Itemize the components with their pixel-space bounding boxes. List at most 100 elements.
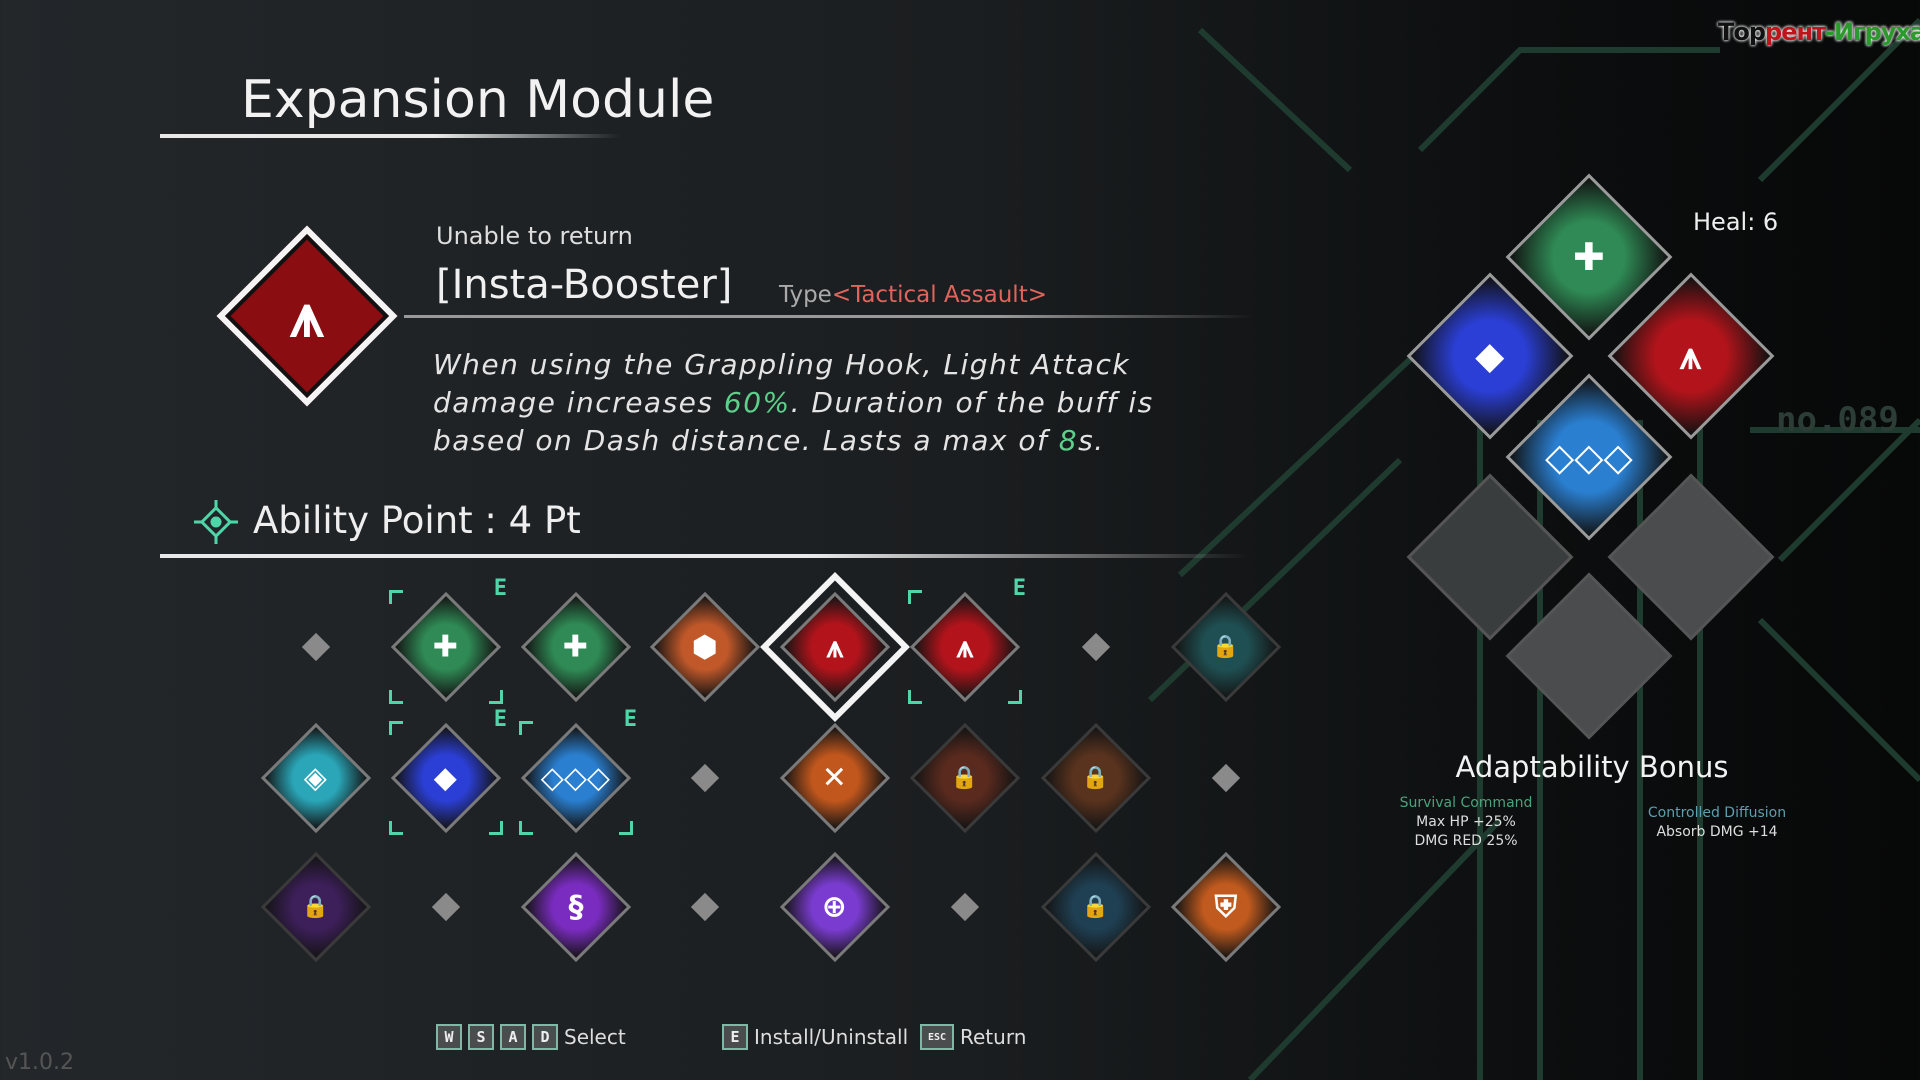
select-label: Select	[564, 1025, 626, 1049]
empty-slot[interactable]	[381, 842, 511, 972]
module-slot[interactable]: ✕	[770, 713, 900, 843]
module-icon: 🔒	[1170, 591, 1282, 703]
module-glyph-icon: ◇◇◇	[1545, 434, 1633, 479]
module-slot[interactable]: ✚	[511, 582, 641, 712]
module-glyph-icon: ✚	[433, 629, 459, 665]
module-icon: ◆	[390, 722, 502, 834]
locked-module[interactable]: 🔒	[251, 842, 381, 972]
module-icon: 🔒	[909, 722, 1021, 834]
module-glyph-icon: ◆	[434, 760, 458, 796]
page-title: Expansion Module	[241, 70, 715, 130]
bonus-line: DMG RED 25%	[1414, 833, 1518, 849]
empty-slot[interactable]	[640, 713, 770, 843]
bonus-line: Absorb DMG +14	[1656, 824, 1778, 840]
lock-icon: 🔒	[302, 894, 330, 920]
installed-bracket	[619, 821, 633, 835]
empty-slot[interactable]	[900, 842, 1030, 972]
hint-return[interactable]: ESC Return	[920, 1024, 1026, 1050]
installed-badge: E	[1012, 576, 1026, 601]
module-glyph-icon: ⊕	[822, 889, 848, 925]
locked-module[interactable]: 🔒	[1031, 713, 1161, 843]
locked-module[interactable]: 🔒	[900, 713, 1030, 843]
module-slot[interactable]: ◇◇◇E	[511, 707, 641, 843]
module-icon: ✚	[390, 591, 502, 703]
module-icon: ✕	[779, 722, 891, 834]
key-w: W	[436, 1024, 462, 1050]
highlight-value: 60%	[723, 386, 791, 419]
name-divider	[404, 315, 1254, 318]
module-glyph-icon: ✚	[563, 629, 589, 665]
empty-slot[interactable]	[251, 582, 381, 712]
empty-slot[interactable]	[640, 842, 770, 972]
ability-points: Ability Point : 4 Pt	[253, 499, 581, 542]
bonus-line: Max HP +25%	[1416, 814, 1516, 830]
module-slot[interactable]: ⩚	[760, 572, 910, 722]
watermark-part: Тор	[1718, 18, 1766, 46]
description-line: When using the Grappling Hook, Light Att…	[433, 346, 1154, 384]
description-text: When using the Grappling Hook, Light Att…	[433, 348, 1131, 381]
locked-module[interactable]: 🔒	[1031, 842, 1161, 972]
module-slot[interactable]: ⊕	[770, 842, 900, 972]
module-icon: ⬢	[649, 591, 761, 703]
module-glyph-icon: ✕	[822, 760, 848, 796]
installed-bracket	[389, 690, 403, 704]
module-icon: §	[520, 851, 632, 963]
description-text: . Duration of the buff is	[790, 386, 1154, 419]
empty-slot[interactable]	[1161, 713, 1291, 843]
module-slot[interactable]: §	[511, 842, 641, 972]
module-icon: ✚	[520, 591, 632, 703]
module-glyph-icon: ✚	[1573, 235, 1605, 279]
bonus-name: Survival Command	[1399, 795, 1533, 811]
module-icon: ◇◇◇	[520, 722, 632, 834]
empty-slot-marker	[690, 763, 720, 793]
module-slot[interactable]: ⬢	[640, 582, 770, 712]
installed-bracket	[908, 590, 922, 604]
type-label: Type	[779, 282, 832, 308]
bonus-survival: Survival Command Max HP +25% DMG RED 25%	[1366, 794, 1566, 851]
module-slot[interactable]: ⛨	[1161, 842, 1291, 972]
empty-slot-marker	[431, 892, 461, 922]
module-type: Type<Tactical Assault>	[779, 282, 1047, 308]
module-description: When using the Grappling Hook, Light Att…	[433, 346, 1154, 460]
lock-icon: 🔒	[1082, 765, 1110, 791]
installed-bracket	[489, 690, 503, 704]
description-line: based on Dash distance. Lasts a max of 8…	[433, 422, 1154, 460]
module-glyph-icon: ⩚	[1680, 333, 1702, 378]
watermark-logo: Торрент-Игруха.Орг	[1718, 18, 1920, 46]
installed-bracket	[1008, 690, 1022, 704]
installed-bracket	[389, 721, 403, 735]
module-icon: 🔒	[1040, 722, 1152, 834]
bonus-diffusion: Controlled Diffusion Absorb DMG +14	[1607, 804, 1827, 842]
highlight-value: 8	[1058, 424, 1079, 457]
type-value: <Tactical Assault>	[831, 282, 1047, 308]
ability-divider	[160, 554, 1250, 558]
module-icon: ⊕	[779, 851, 891, 963]
module-slot[interactable]: ◈	[251, 713, 381, 843]
module-icon: ⩚	[779, 591, 891, 703]
module-slot[interactable]: ⩚E	[900, 576, 1030, 712]
module-slot[interactable]: ◆E	[381, 707, 511, 843]
module-icon: ⩚	[909, 591, 1021, 703]
install-label: Install/Uninstall	[754, 1025, 909, 1049]
key-esc: ESC	[920, 1024, 954, 1050]
locked-module[interactable]: 🔒	[1161, 582, 1291, 712]
empty-slot-marker	[950, 892, 980, 922]
return-label: Return	[960, 1025, 1027, 1049]
module-slot[interactable]: ✚E	[381, 576, 511, 712]
module-name: [Insta-Booster]	[436, 262, 733, 308]
key-d: D	[532, 1024, 558, 1050]
lock-icon: 🔒	[951, 765, 979, 791]
description-text: damage increases	[433, 386, 724, 419]
hint-select[interactable]: W S A D Select	[436, 1024, 626, 1050]
grapple-icon: ⩚	[290, 281, 324, 351]
empty-slot-marker	[1081, 632, 1111, 662]
empty-slot-marker	[1211, 763, 1241, 793]
empty-slot[interactable]	[1031, 582, 1161, 712]
key-a: A	[500, 1024, 526, 1050]
module-status: Unable to return	[436, 222, 633, 250]
module-icon: ⛨	[1170, 851, 1282, 963]
installed-bracket	[389, 590, 403, 604]
ability-point-icon	[194, 500, 238, 544]
hint-install[interactable]: E Install/Uninstall	[722, 1024, 908, 1050]
